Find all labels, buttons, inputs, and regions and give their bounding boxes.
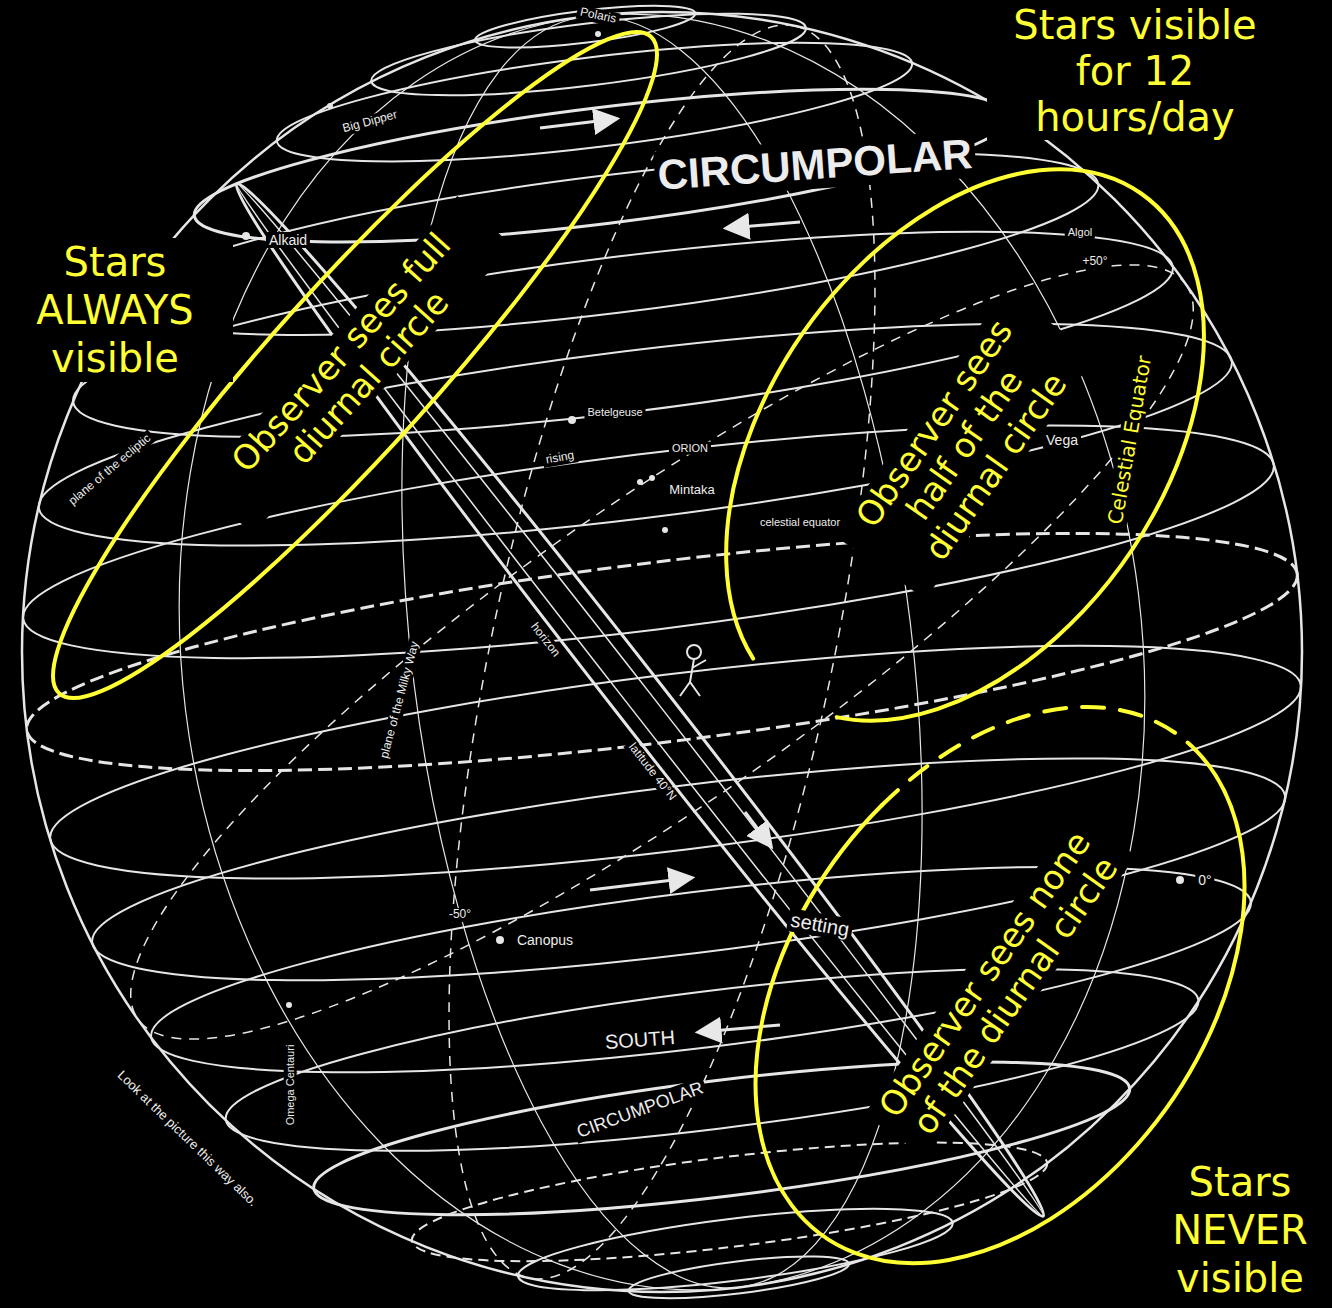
illustration-label: Betelgeuse <box>584 406 645 419</box>
motion-arrows <box>728 222 800 228</box>
declination-circles <box>12 378 1284 706</box>
label-anchor: Alkaid <box>266 232 310 248</box>
illustration-label: -50° <box>446 908 474 922</box>
star-markers <box>662 527 668 533</box>
label-anchor: celestial equator <box>757 516 843 529</box>
observer-figure <box>680 659 706 696</box>
label-anchor: +50° <box>1079 255 1110 269</box>
motion-arrows <box>700 1025 780 1032</box>
label-anchor: horizon <box>526 618 565 662</box>
label-anchor: SOUTH <box>601 1026 678 1054</box>
illustration-label: horizon <box>526 618 565 662</box>
annotation-label: Stars visible for 12 hours/day <box>987 2 1283 140</box>
label-anchor: Omega Centauri <box>284 1042 297 1129</box>
star-markers <box>496 936 504 944</box>
illustration-label: Big Dipper <box>338 107 401 136</box>
label-anchor: Mintaka <box>666 483 718 498</box>
illustration-label: Polaris <box>576 5 621 27</box>
illustration-label: Vega <box>1043 432 1081 448</box>
observer-figure <box>687 645 701 659</box>
illustration-label: Look at the picture this way also. <box>112 1066 262 1212</box>
label-anchor: Big Dipper <box>338 107 401 136</box>
declination-circles <box>473 0 697 56</box>
label-anchor: Algol <box>1065 226 1095 239</box>
label-anchor: Betelgeuse <box>584 406 645 419</box>
label-anchor: latitude 40°N <box>624 738 681 805</box>
star-markers <box>1176 876 1184 884</box>
illustration-label: Mintaka <box>666 483 718 498</box>
illustration-label: plane of the Milky Way <box>377 637 423 763</box>
illustration-label: Omega Centauri <box>284 1042 297 1129</box>
label-anchor: ORION <box>669 442 711 455</box>
illustration-label: Canopus <box>514 932 576 948</box>
label-anchor: Stars ALWAYS visible <box>0 238 233 382</box>
annotation-label: Celestial Equator <box>1103 351 1156 529</box>
star-markers <box>286 1002 292 1008</box>
label-anchor: Celestial Equator <box>1103 351 1156 529</box>
illustration-label: rising <box>542 448 579 468</box>
label-anchor: Stars NEVER visible <box>1137 1158 1332 1302</box>
annotation-label: Stars ALWAYS visible <box>0 238 233 382</box>
label-anchor: plane of the Milky Way <box>377 637 423 763</box>
sphere-outline <box>22 12 1302 1292</box>
ellipse-stroke <box>654 617 1332 1308</box>
ellipse-stroke <box>634 80 1303 800</box>
label-anchor: Vega <box>1043 432 1081 448</box>
declination-circles <box>108 0 1217 1308</box>
illustration-label: setting <box>786 908 854 942</box>
label-anchor: -50° <box>446 908 474 922</box>
star-markers <box>242 232 250 240</box>
illustration-label: 0° <box>1195 872 1214 888</box>
illustration-label: celestial equator <box>757 516 843 529</box>
illustration-label: CIRCUMPOLAR <box>571 1077 709 1144</box>
annotation-text: Observer sees none of the diurnal circle <box>864 813 1136 1157</box>
declination-circles <box>514 1192 956 1307</box>
illustration-label: +50° <box>1079 255 1110 269</box>
label-anchor: setting <box>786 908 854 942</box>
star-markers <box>637 479 643 485</box>
star-markers <box>568 416 576 424</box>
star-markers <box>649 475 655 481</box>
motion-arrows <box>745 812 770 845</box>
motion-arrows <box>540 119 800 1032</box>
declination-circles <box>307 1031 1137 1246</box>
motion-arrows <box>540 119 615 128</box>
label-anchor: rising <box>542 448 579 468</box>
illustration-label: Algol <box>1065 226 1095 239</box>
label-anchor: Polaris <box>576 5 621 27</box>
motion-arrows <box>590 878 690 890</box>
illustration-label: latitude 40°N <box>624 738 681 805</box>
illustration-label: Alkaid <box>266 232 310 248</box>
declination-circles <box>627 1248 851 1307</box>
label-anchor: CIRCUMPOLAR <box>653 130 977 201</box>
label-anchor: Look at the picture this way also. <box>112 1066 262 1212</box>
illustration-label: CIRCUMPOLAR <box>653 130 977 201</box>
label-anchor: 0° <box>1195 872 1214 888</box>
label-anchor: Canopus <box>514 932 576 948</box>
annotation-label: Stars NEVER visible <box>1137 1158 1332 1302</box>
label-anchor: Stars visible for 12 hours/day <box>987 2 1283 140</box>
star-markers <box>595 31 601 37</box>
label-anchor: CIRCUMPOLAR <box>571 1077 709 1144</box>
annotation-text-group: Observer sees none of the diurnal circle <box>864 813 1136 1157</box>
declination-circles <box>117 116 1107 372</box>
illustration-label: SOUTH <box>601 1026 678 1054</box>
observer-figure <box>680 645 706 696</box>
star-markers <box>327 103 333 109</box>
illustration-label: ORION <box>669 442 711 455</box>
declination-circles <box>187 58 1017 273</box>
declination-circles <box>217 932 1207 1188</box>
ecliptic-plane <box>52 162 1273 1142</box>
